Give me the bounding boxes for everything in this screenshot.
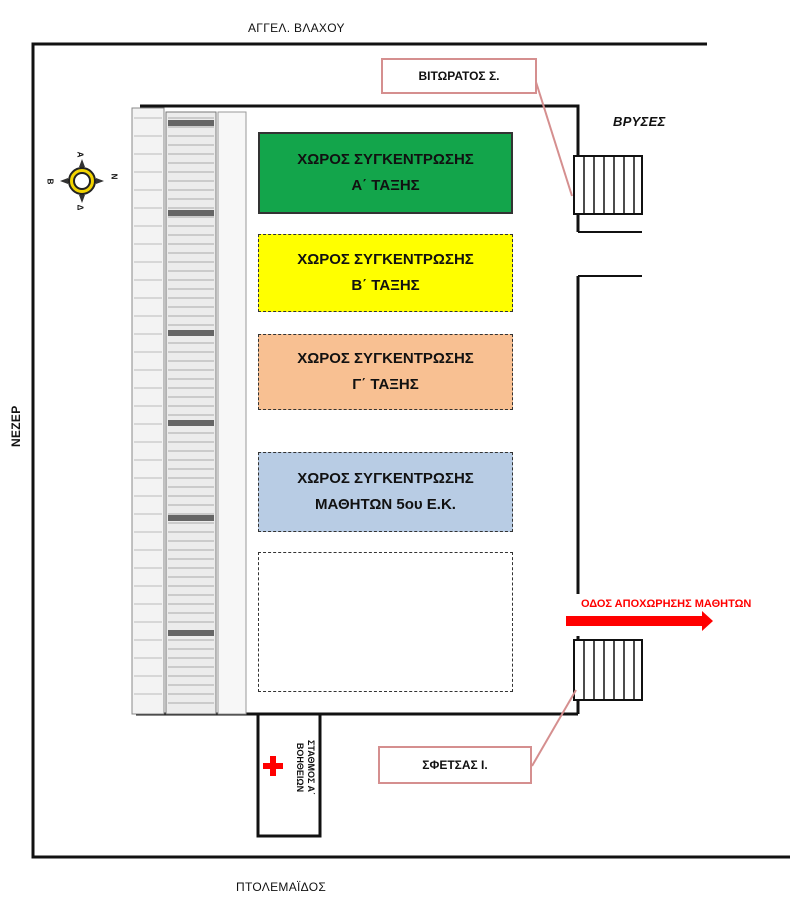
zone-class-c-line2: Γ΄ ΤΑΞΗΣ [352, 376, 419, 393]
compass-label-a: Α [75, 151, 85, 158]
responsible-bottom-box: ΣΦΕΤΣΑΣ Ι. [378, 746, 532, 784]
street-bottom: ΠΤΟΛΕΜΑΪΔΟΣ [236, 880, 327, 894]
responsible-top-box: ΒΙΤΩΡΑΤΟΣ Σ. [381, 58, 537, 94]
street-left: ΝΕΖΕΡ [9, 405, 23, 447]
zone-class-b-line1: ΧΩΡΟΣ ΣΥΓΚΕΝΤΡΩΣΗΣ [297, 251, 474, 268]
stairs-top [573, 155, 643, 215]
exit-route-label: ΟΔΟΣ ΑΠΟΧΩΡΗΣΗΣ ΜΑΘΗΤΩΝ [581, 598, 752, 610]
zone-class-c-line1: ΧΩΡΟΣ ΣΥΓΚΕΝΤΡΩΣΗΣ [297, 350, 474, 367]
zone-5th-ek-line1: ΧΩΡΟΣ ΣΥΓΚΕΝΤΡΩΣΗΣ [297, 470, 474, 487]
compass-label-n: Ν [109, 173, 119, 180]
first-aid-line2: ΒΟΗΘΕΙΩΝ [295, 742, 305, 793]
zone-class-a-line1: ΧΩΡΟΣ ΣΥΓΚΕΝΤΡΩΣΗΣ [297, 151, 474, 168]
zone-empty [258, 552, 513, 692]
connector-line-top [535, 81, 573, 197]
compass-label-d: Δ [75, 204, 85, 211]
building-dark-band [168, 330, 214, 336]
first-aid-line1: ΣΤΑΘΜΟΣ Α΄ [306, 740, 316, 796]
zone-5th-ek-line2: ΜΑΘΗΤΩΝ 5ου Ε.Κ. [315, 496, 456, 513]
zone-class-a: ΧΩΡΟΣ ΣΥΓΚΕΝΤΡΩΣΗΣ Α΄ ΤΑΞΗΣ [258, 132, 513, 214]
first-aid-label: ΣΤΑΘΜΟΣ Α΄ ΒΟΗΘΕΙΩΝ [294, 740, 316, 795]
building-block [131, 107, 247, 715]
zone-5th-ek-students: ΧΩΡΟΣ ΣΥΓΚΕΝΤΡΩΣΗΣ ΜΑΘΗΤΩΝ 5ου Ε.Κ. [258, 452, 513, 532]
zone-class-b-line2: Β΄ ΤΑΞΗΣ [351, 277, 420, 294]
connector-line-bottom [531, 689, 577, 767]
building-dark-band [168, 210, 214, 216]
first-aid-cross-icon [263, 756, 283, 776]
site-boundary [31, 42, 790, 859]
responsible-top-name: ΒΙΤΩΡΑΤΟΣ Σ. [418, 69, 500, 83]
compass-label-b: Β [45, 178, 55, 185]
responsible-bottom-name: ΣΦΕΤΣΑΣ Ι. [422, 758, 488, 772]
street-right-top: ΒΡΥΣΕΣ [613, 114, 666, 129]
street-top: ΑΓΓΕΛ. ΒΛΑΧΟΥ [248, 21, 345, 35]
zone-class-c: ΧΩΡΟΣ ΣΥΓΚΕΝΤΡΩΣΗΣ Γ΄ ΤΑΞΗΣ [258, 334, 513, 410]
building-dark-band [168, 120, 214, 126]
building-dark-band [168, 515, 214, 521]
building-dark-band [168, 420, 214, 426]
exit-arrow [566, 611, 713, 631]
zone-class-b: ΧΩΡΟΣ ΣΥΓΚΕΝΤΡΩΣΗΣ Β΄ ΤΑΞΗΣ [258, 234, 513, 312]
stairs-bottom [573, 639, 643, 701]
first-aid-station-box [256, 712, 322, 838]
compass-rose-icon [60, 159, 104, 203]
building-dark-band [168, 630, 214, 636]
zone-class-a-line2: Α΄ ΤΑΞΗΣ [351, 177, 420, 194]
